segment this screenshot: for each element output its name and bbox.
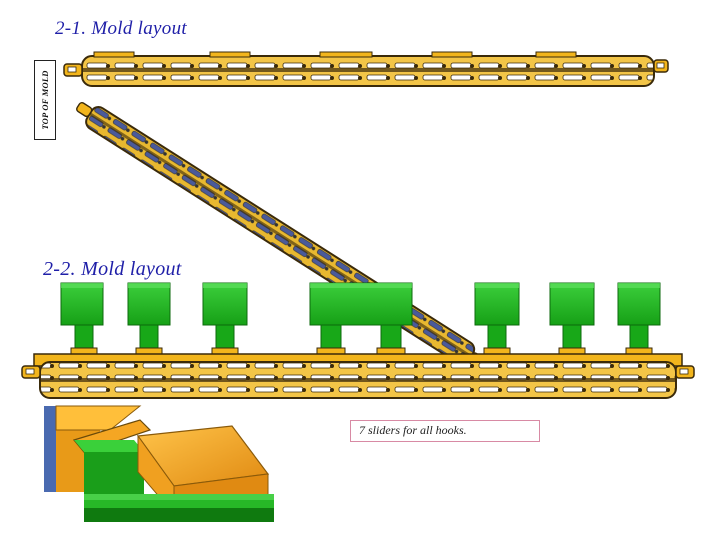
slider-block (309, 282, 413, 357)
slider-detail-closeup (44, 405, 274, 522)
mold-part-top (63, 51, 669, 87)
mold-part-diagonal (76, 101, 486, 368)
sliders-note-text: 7 sliders for all hooks. (359, 423, 467, 437)
slider-block (202, 282, 248, 357)
mold-part-bottom (21, 353, 695, 399)
slider-block (549, 282, 595, 357)
slider-block (474, 282, 520, 357)
slider-row (60, 282, 661, 357)
sliders-note-box: 7 sliders for all hooks. (350, 420, 540, 442)
slider-block (617, 282, 661, 357)
top-of-mold-label: TOP OF MOLD (34, 60, 56, 140)
slider-block (127, 282, 171, 357)
section-2-1-title: 2-1. Mold layout (55, 18, 187, 39)
section-2-2-title: 2-2. Mold layout (43, 258, 182, 280)
slider-block (60, 282, 104, 357)
